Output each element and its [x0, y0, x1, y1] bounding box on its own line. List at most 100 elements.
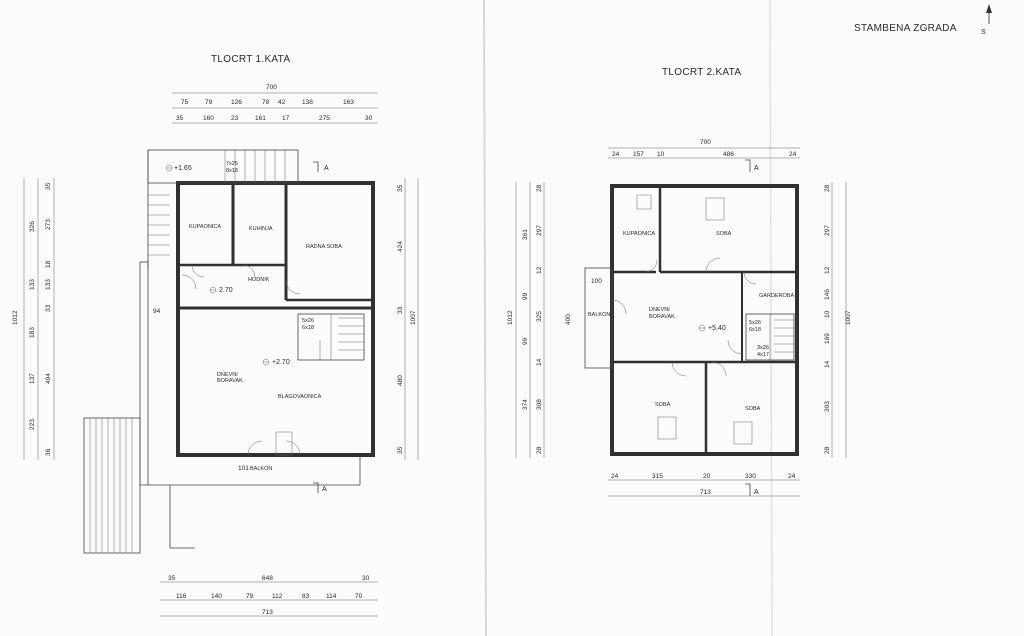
dim-label: 30: [362, 575, 370, 582]
dim-label: 160: [203, 115, 214, 122]
dim-label: 138: [302, 99, 313, 106]
dim-label: 297: [536, 225, 543, 236]
dim-label: 273: [45, 219, 52, 230]
plan2-doors: [611, 257, 757, 377]
level-marker-icon: [165, 164, 173, 172]
dim-label: 1012: [12, 310, 19, 325]
north-label: S: [981, 29, 986, 36]
stairs-note: 5x26: [302, 318, 314, 324]
dim-label: 79: [205, 99, 213, 106]
dim-label: 35: [45, 182, 52, 190]
dim-label: 700: [700, 139, 711, 146]
level-label: +5.40: [708, 325, 726, 332]
level-marker-icon: [209, 286, 217, 294]
dim-label: 35: [176, 115, 184, 122]
plan-2nd-floor: TLOCRT 2.KATA 700 24 157 10 486 24: [507, 67, 852, 497]
dim-label: 146: [824, 289, 831, 300]
dim-label: 713: [700, 489, 711, 496]
plan2-left-dimensions: 1012 361 99 99 374 28 297 12 325 14 308 …: [507, 182, 545, 458]
plan2-top-dimensions: 700 24 157 10 486 24: [608, 139, 800, 159]
room-label: SOBA: [716, 231, 732, 237]
dim-label: 83: [302, 593, 310, 600]
dim-label: 10: [824, 310, 831, 318]
dim-label: 24: [789, 151, 797, 158]
dim-label: 23: [231, 115, 239, 122]
room-label: BALKON: [588, 312, 610, 318]
dim-label: 78: [262, 99, 270, 106]
level-marker-icon: [698, 324, 706, 332]
dim-label: 36: [45, 448, 52, 456]
dim-label: 169: [824, 333, 831, 344]
dim-label: 140: [211, 593, 222, 600]
dim-label: 303: [824, 401, 831, 412]
dim-label: 18: [45, 260, 52, 268]
dim-label: 183: [29, 327, 36, 338]
stairs-note: 7x25: [226, 161, 238, 167]
section-mark-icon: [313, 161, 319, 172]
dim-label: 75: [181, 99, 189, 106]
dim-label: 326: [29, 221, 36, 232]
room-label: KUPAONICA: [623, 231, 655, 237]
paper-fold: [769, 0, 773, 636]
room-label: SOBA: [655, 402, 671, 408]
dim-label: 101: [238, 465, 249, 472]
plan1-walls: [139, 149, 375, 549]
room-label: KUPAONICA: [189, 224, 221, 230]
stairs-note: 4x17: [757, 352, 769, 358]
stairs-note: 5x26: [749, 320, 761, 326]
dim-label: 223: [29, 419, 36, 430]
room-label: SOBA: [745, 406, 761, 412]
level-label: 2.70: [219, 287, 233, 294]
section-mark: A: [754, 489, 759, 496]
plan1-bottom-dimensions: 35 648 30 116 140 79 112 83 114 70 713: [160, 575, 378, 617]
room-label: BORAVAK: [217, 378, 243, 384]
dim-label: 494: [45, 373, 52, 384]
stairs-note: 3x26: [757, 345, 769, 351]
dim-label: 24: [788, 473, 796, 480]
dim-label: 400: [565, 314, 572, 325]
dim-label: 94: [153, 308, 161, 315]
room-label: RADNA SOBA: [306, 244, 342, 250]
plan2-title: TLOCRT 2.KATA: [662, 67, 741, 78]
room-label: BLAGOVAONICA: [278, 394, 322, 400]
plan1-right-dimensions: 35 424 33 480 35 1007: [397, 178, 419, 460]
dim-label: 315: [652, 473, 663, 480]
dim-label: 325: [536, 311, 543, 322]
north-arrow-icon: [986, 4, 992, 24]
dim-label: 10: [657, 151, 665, 158]
section-mark-icon: [313, 482, 319, 493]
dim-label: 14: [824, 360, 831, 368]
dim-label: 161: [255, 115, 266, 122]
dim-label: 700: [266, 84, 277, 91]
dim-label: 20: [703, 473, 711, 480]
dim-label: 28: [536, 184, 543, 192]
paper-fold: [483, 0, 487, 636]
stairs-note: 6x18: [302, 325, 314, 331]
dim-label: 24: [611, 473, 619, 480]
dim-label: 308: [536, 399, 543, 410]
dim-label: 70: [355, 593, 363, 600]
plan1-title: TLOCRT 1.KATA: [211, 54, 290, 65]
dim-label: 126: [231, 99, 242, 106]
dim-label: 99: [522, 337, 529, 345]
dim-label: 35: [397, 446, 404, 454]
dim-label: 480: [397, 375, 404, 386]
plan2-fixtures: [636, 194, 753, 445]
section-mark-icon: [745, 483, 751, 496]
room-label: DNEVNI: [217, 372, 238, 378]
section-mark: A: [754, 165, 759, 172]
dim-label: 28: [824, 184, 831, 192]
dim-label: 1007: [845, 310, 852, 325]
dim-label: 112: [272, 593, 283, 600]
dim-label: 12: [536, 266, 543, 274]
room-label: KUHINJA: [249, 226, 273, 232]
dim-label: 116: [176, 593, 187, 600]
dim-label: 486: [723, 151, 734, 158]
dim-label: 33: [397, 306, 404, 314]
dim-label: 33: [45, 304, 52, 312]
dim-label: 424: [397, 241, 404, 252]
room-label: HODNIK: [248, 277, 270, 283]
dim-label: 1007: [410, 310, 417, 325]
dim-label: 1012: [507, 310, 514, 325]
